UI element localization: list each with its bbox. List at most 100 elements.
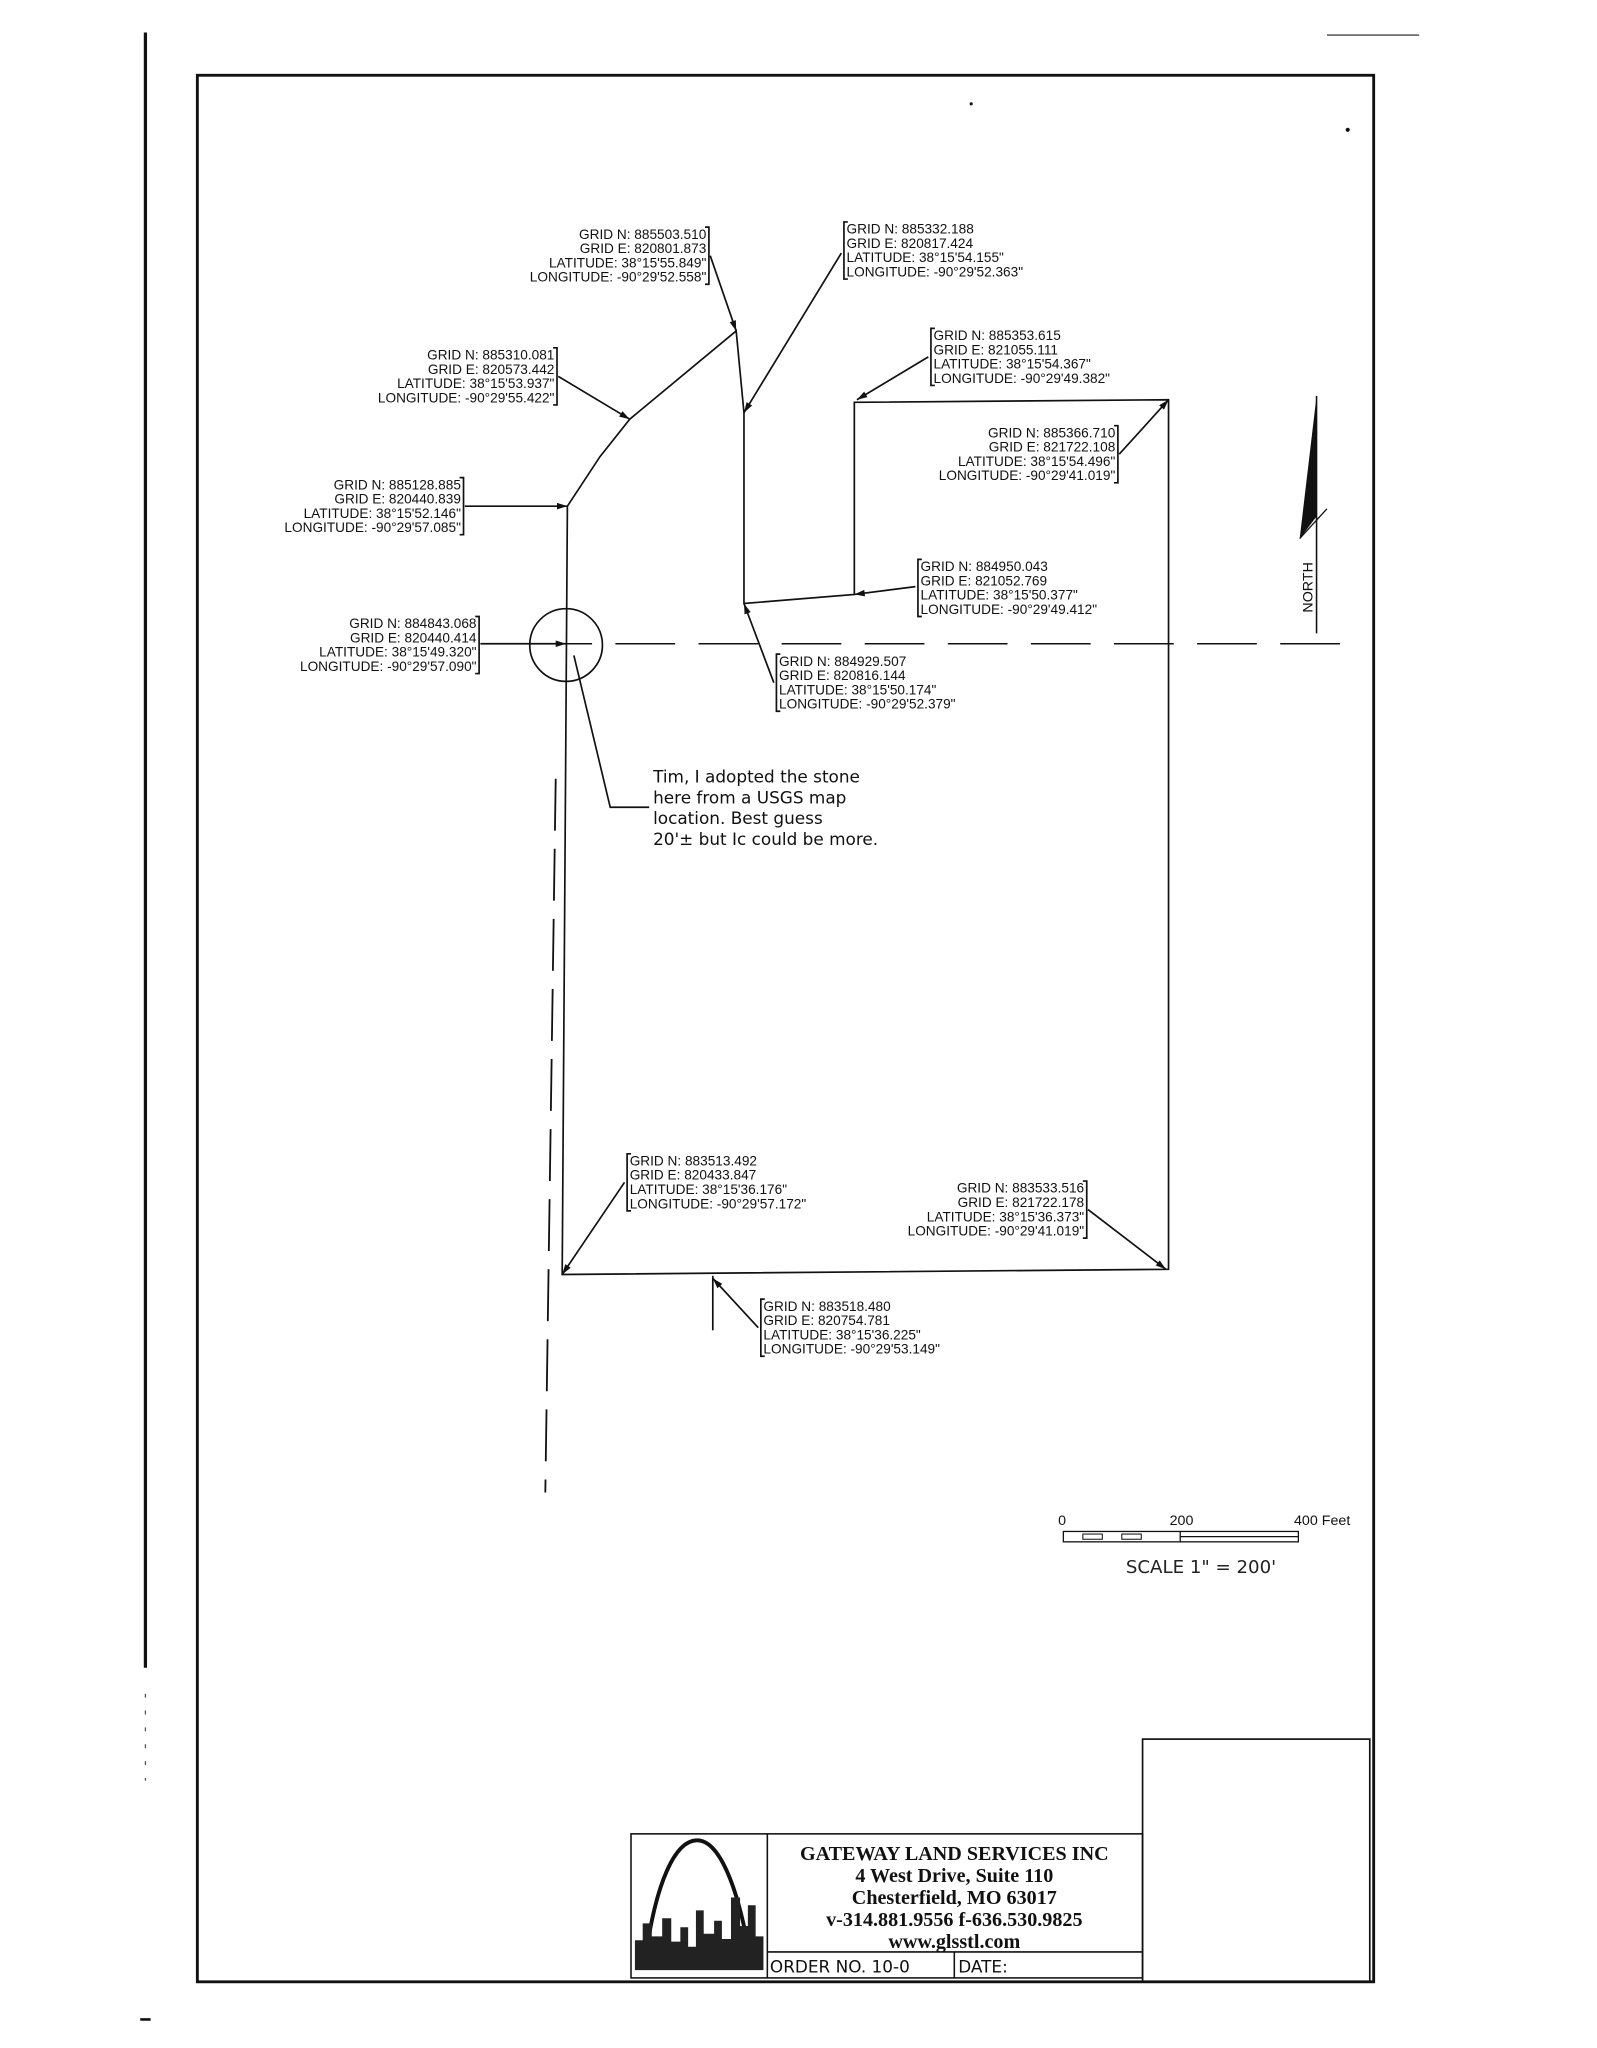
arrowhead-icon xyxy=(854,589,866,597)
grid-north: GRID N: 883518.480 xyxy=(763,1299,891,1314)
order-number: ORDER NO. 10-0 xyxy=(770,1957,910,1977)
leader-lines xyxy=(464,252,1170,1329)
scale-tick-200: 200 xyxy=(1170,1513,1194,1529)
longitude: LONGITUDE: -90°29'53.149" xyxy=(763,1342,940,1357)
scale-caption: SCALE 1" = 200' xyxy=(1126,1557,1276,1578)
label-bracket xyxy=(843,221,848,280)
dashed-section-line xyxy=(544,778,557,1493)
note-leader xyxy=(573,655,650,809)
arrowhead-icon xyxy=(557,502,568,510)
latitude: LATITUDE: 38°15'36.176" xyxy=(630,1182,787,1197)
label-bracket xyxy=(930,327,935,387)
north-label: NORTH xyxy=(1301,562,1317,612)
grid-north: GRID N: 885353.615 xyxy=(934,328,1061,343)
latitude: LATITUDE: 38°15'49.320" xyxy=(319,645,476,660)
latitude: LATITUDE: 38°15'55.849" xyxy=(549,255,706,270)
property-boundary xyxy=(561,329,1170,1276)
arrowhead-icon xyxy=(619,411,630,420)
label-bracket xyxy=(1082,1180,1088,1239)
grid-north: GRID N: 885332.188 xyxy=(847,222,974,237)
longitude: LONGITUDE: -90°29'57.085" xyxy=(284,520,461,535)
leader-line xyxy=(712,1277,759,1329)
leader-line xyxy=(557,375,631,420)
arrowhead-icon xyxy=(562,1264,571,1275)
latitude: LATITUDE: 38°15'53.937" xyxy=(397,376,554,391)
grid-north: GRID N: 885503.510 xyxy=(579,227,707,242)
longitude: LONGITUDE: -90°29'49.382" xyxy=(934,371,1111,386)
arrowhead-icon xyxy=(743,402,753,413)
latitude: LATITUDE: 38°15'52.146" xyxy=(304,506,461,521)
scale-tick-400: 400 Feet xyxy=(1294,1513,1350,1529)
longitude: LONGITUDE: -90°29'41.019" xyxy=(908,1224,1085,1239)
scale-bar: 0 200 400 Feet SCALE 1" = 200' xyxy=(1058,1513,1350,1578)
longitude: LONGITUDE: -90°29'52.363" xyxy=(847,264,1024,279)
grid-east: GRID E: 820801.873 xyxy=(580,241,707,256)
title-block: GATEWAY LAND SERVICES INC 4 West Drive, … xyxy=(630,1738,1371,1983)
longitude: LONGITUDE: -90°29'57.090" xyxy=(300,659,477,674)
company-website: www.glsstl.com xyxy=(888,1931,1020,1953)
scale-tick-0: 0 xyxy=(1058,1513,1066,1529)
leader-line xyxy=(1087,1208,1167,1270)
date-label: DATE: xyxy=(958,1957,1008,1977)
grid-east: GRID E: 820817.424 xyxy=(847,236,974,251)
grid-east: GRID E: 821722.108 xyxy=(989,440,1116,455)
north-arrow-icon xyxy=(1299,395,1328,634)
grid-north: GRID N: 885310.081 xyxy=(427,348,554,363)
arrowhead-icon xyxy=(1159,399,1169,410)
grid-north: GRID N: 884843.068 xyxy=(349,616,476,631)
arrowhead-icon xyxy=(856,391,868,400)
latitude: LATITUDE: 38°15'36.373" xyxy=(927,1209,1084,1224)
grid-east: GRID E: 821055.111 xyxy=(934,342,1058,357)
grid-north: GRID N: 883513.492 xyxy=(630,1153,757,1168)
latitude: LATITUDE: 38°15'36.225" xyxy=(763,1327,920,1342)
leader-line xyxy=(743,252,843,414)
note-line: Tim, I adopted the stone xyxy=(652,767,860,787)
company-name: GATEWAY LAND SERVICES INC xyxy=(800,1843,1109,1865)
company-city: Chesterfield, MO 63017 xyxy=(852,1887,1057,1909)
longitude: LONGITUDE: -90°29'55.422" xyxy=(378,390,555,405)
grid-north: GRID N: 885366.710 xyxy=(988,425,1116,440)
label-bracket xyxy=(760,1298,765,1358)
grid-north: GRID N: 884950.043 xyxy=(921,559,1048,574)
grid-north: GRID N: 884929.507 xyxy=(779,654,906,669)
arrowhead-icon xyxy=(729,320,737,331)
company-phone: v-314.881.9556 f-636.530.9825 xyxy=(826,1909,1082,1931)
latitude: LATITUDE: 38°15'50.377" xyxy=(921,588,1078,603)
label-bracket xyxy=(553,346,558,406)
latitude: LATITUDE: 38°15'54.155" xyxy=(847,250,1004,265)
grid-east: GRID E: 820440.414 xyxy=(350,630,477,645)
grid-east: GRID E: 820754.781 xyxy=(763,1313,890,1328)
longitude: LONGITUDE: -90°29'52.379" xyxy=(779,697,956,712)
latitude: LATITUDE: 38°15'54.496" xyxy=(958,454,1115,469)
grid-east: GRID E: 820816.144 xyxy=(779,668,906,683)
note-line: location. Best guess xyxy=(653,808,823,828)
grid-north: GRID N: 885128.885 xyxy=(334,477,461,492)
arrowhead-icon xyxy=(743,603,751,615)
leader-line xyxy=(856,356,929,401)
arrowhead-icon xyxy=(555,640,567,647)
longitude: LONGITUDE: -90°29'41.019" xyxy=(939,468,1116,483)
label-bracket xyxy=(775,653,781,713)
longitude: LONGITUDE: -90°29'57.172" xyxy=(630,1196,807,1211)
label-bracket xyxy=(459,476,465,536)
speck xyxy=(1345,127,1350,132)
grid-east: GRID E: 820573.442 xyxy=(428,362,555,377)
arrowhead-icon xyxy=(1155,1260,1166,1270)
latitude: LATITUDE: 38°15'54.367" xyxy=(934,357,1091,372)
leader-line xyxy=(1118,399,1170,455)
leader-line xyxy=(743,603,775,683)
latitude: LATITUDE: 38°15'50.174" xyxy=(779,682,936,697)
